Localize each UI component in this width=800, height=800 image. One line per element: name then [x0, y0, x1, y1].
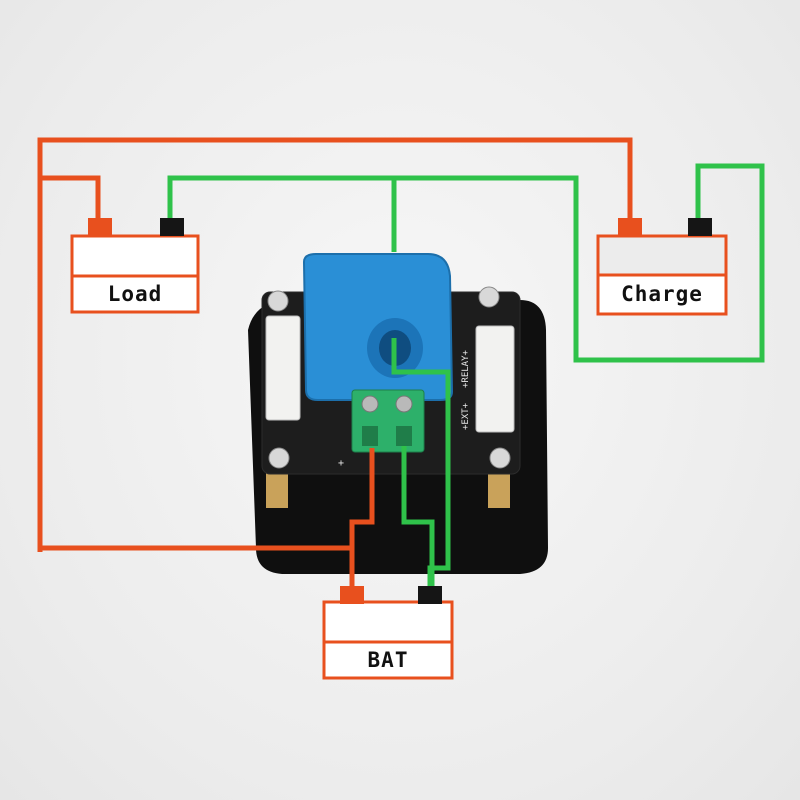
load-label: Load [107, 282, 163, 306]
board-mark-ext: +EXT+ [461, 402, 471, 430]
negative-wiring [167, 163, 765, 590]
bat-box-outline [322, 600, 454, 680]
charge-negative-terminal [688, 218, 712, 236]
bat-positive-terminal [340, 586, 364, 604]
terminal-slot [396, 426, 412, 446]
load-positive-terminal [88, 218, 112, 236]
load-box-outline [70, 234, 200, 314]
terminal-slot [362, 426, 378, 446]
positive-wiring [37, 137, 633, 590]
screw [268, 447, 290, 469]
load-negative-terminal [160, 218, 184, 236]
wire-sensor-to-bat-positive [349, 448, 375, 590]
load-box [70, 218, 200, 314]
bat-negative-terminal [418, 586, 442, 604]
board-mark-plus: + [338, 458, 344, 469]
charge-box-top-fill [599, 237, 725, 274]
terminal-screw [395, 395, 413, 413]
screw [267, 290, 289, 312]
charge-box [596, 218, 728, 316]
bat-label: BAT [367, 648, 409, 672]
charge-positive-terminal [618, 218, 642, 236]
bat-box [322, 586, 454, 680]
screw [489, 447, 511, 469]
right-connector [475, 325, 515, 433]
standoff [266, 468, 288, 508]
charge-label: Charge [621, 282, 703, 306]
wire-load-negative-bus [167, 163, 765, 363]
left-connector [265, 315, 301, 421]
wire-terminal-to-bat [401, 446, 435, 590]
standoff [488, 468, 510, 508]
current-sensor-module: + +EXT+ +RELAY+ [248, 253, 548, 574]
wire-load-positive [40, 175, 101, 222]
screw [478, 286, 500, 308]
wire-top-loop [37, 137, 633, 552]
terminal-screw [361, 395, 379, 413]
board-mark-relay: +RELAY+ [461, 349, 471, 388]
